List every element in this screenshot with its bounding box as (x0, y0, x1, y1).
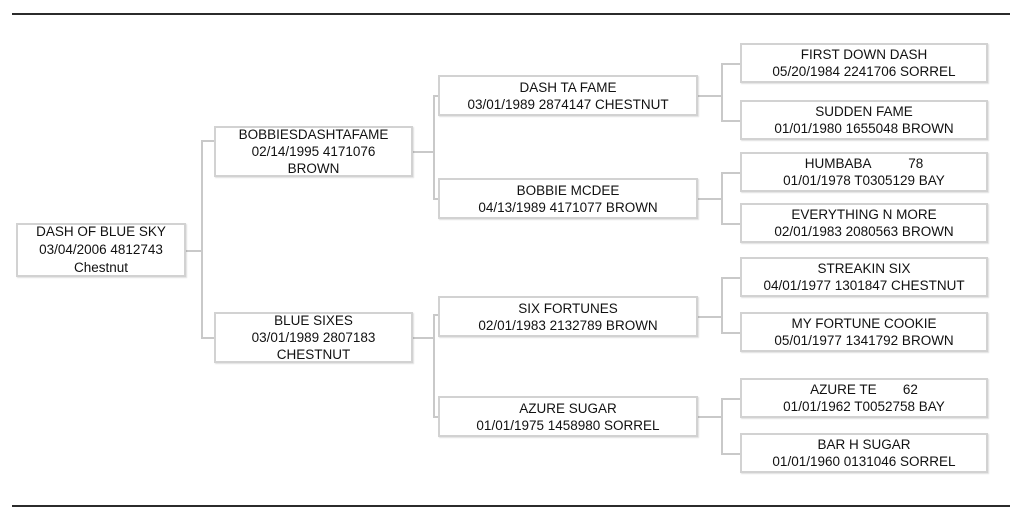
horse-name: MY FORTUNE COOKIE (791, 316, 937, 331)
connector-line (433, 314, 435, 418)
pedigree-node-grandparent: DASH TA FAME 03/01/1989 2874147 CHESTNUT (438, 75, 698, 116)
connector-line (186, 250, 201, 252)
connector-line (433, 416, 440, 418)
connector-line (721, 277, 740, 279)
pedigree-node-great-grandparent: AZURE TE 62 01/01/1962 T0052758 BAY (740, 378, 988, 418)
pedigree-node-subject: DASH OF BLUE SKY 03/04/2006 4812743 Ches… (16, 223, 186, 277)
connector-line (413, 337, 433, 339)
horse-details: 04/13/1989 4171077 BROWN (478, 199, 658, 215)
horse-name: SIX FORTUNES (518, 300, 618, 316)
horse-details: 01/01/1962 T0052758 BAY (783, 399, 945, 414)
horse-coat: CHESTNUT (276, 347, 351, 362)
horse-name: FIRST DOWN DASH (800, 47, 928, 62)
connector-line (721, 398, 740, 400)
horse-details: 04/01/1977 1301847 CHESTNUT (763, 278, 965, 293)
connector-line (698, 95, 721, 97)
pedigree-node-grandparent: BOBBIE MCDEE 04/13/1989 4171077 BROWN (438, 178, 698, 219)
pedigree-node-great-grandparent: STREAKIN SIX 04/01/1977 1301847 CHESTNUT (740, 257, 988, 297)
connector-line (721, 172, 723, 225)
pedigree-node-great-grandparent: FIRST DOWN DASH 05/20/1984 2241706 SORRE… (740, 43, 988, 83)
horse-name: BLUE SIXES (274, 313, 353, 328)
horse-coat: Chestnut (73, 260, 129, 275)
horse-details: 03/01/1989 2874147 CHESTNUT (467, 96, 669, 112)
horse-name: AZURE SUGAR (519, 400, 617, 416)
pedigree-node-great-grandparent: EVERYTHING N MORE 02/01/1983 2080563 BRO… (740, 203, 988, 243)
horse-name: HUMBABA 78 (804, 156, 924, 171)
horse-name: EVERYTHING N MORE (791, 207, 937, 222)
connector-line (721, 172, 740, 174)
horse-details: 02/01/1983 2080563 BROWN (774, 224, 954, 239)
connector-line (721, 277, 723, 334)
horse-details: 01/01/1980 1655048 BROWN (774, 121, 954, 136)
horse-details: 02/14/1995 4171076 (251, 144, 376, 159)
connector-line (201, 337, 214, 339)
horse-name: DASH OF BLUE SKY (36, 224, 166, 239)
horse-details: 05/20/1984 2241706 SORREL (772, 64, 956, 79)
horse-name: STREAKIN SIX (817, 261, 911, 276)
connector-line (721, 223, 740, 225)
horse-details: 01/01/1975 1458980 SORREL (476, 417, 660, 433)
connector-line (201, 140, 203, 339)
pedigree-node-great-grandparent: SUDDEN FAME 01/01/1980 1655048 BROWN (740, 100, 988, 140)
horse-name: AZURE TE 62 (810, 382, 918, 397)
connector-line (721, 332, 740, 334)
connector-line (433, 95, 440, 97)
connector-line (698, 416, 721, 418)
connector-line (698, 316, 721, 318)
connector-line (433, 314, 440, 316)
pedigree-node-great-grandparent: MY FORTUNE COOKIE 05/01/1977 1341792 BRO… (740, 312, 988, 352)
connector-line (721, 120, 740, 122)
horse-details: 05/01/1977 1341792 BROWN (774, 333, 954, 348)
horse-details: 02/01/1983 2132789 BROWN (478, 317, 658, 333)
top-rule (12, 13, 1010, 15)
connector-line (721, 398, 723, 455)
connector-line (433, 95, 435, 200)
pedigree-node-great-grandparent: BAR H SUGAR 01/01/1960 0131046 SORREL (740, 433, 988, 473)
horse-name: BAR H SUGAR (817, 437, 911, 452)
connector-line (721, 453, 740, 455)
connector-line (721, 63, 723, 122)
horse-coat: BROWN (287, 161, 340, 176)
horse-name: BOBBIE MCDEE (516, 182, 620, 198)
horse-name: SUDDEN FAME (815, 104, 913, 119)
pedigree-node-grandparent: AZURE SUGAR 01/01/1975 1458980 SORREL (438, 396, 698, 437)
horse-details: 03/01/1989 2807183 (251, 330, 376, 345)
connector-line (201, 140, 214, 142)
horse-details: 01/01/1960 0131046 SORREL (772, 454, 956, 469)
pedigree-node-great-grandparent: HUMBABA 78 01/01/1978 T0305129 BAY (740, 152, 988, 192)
pedigree-node-grandparent: SIX FORTUNES 02/01/1983 2132789 BROWN (438, 296, 698, 337)
pedigree-node-sire: BOBBIESDASHTAFAME 02/14/1995 4171076 BRO… (214, 126, 413, 177)
horse-details: 03/04/2006 4812743 (39, 242, 163, 257)
pedigree-node-dam: BLUE SIXES 03/01/1989 2807183 CHESTNUT (214, 312, 413, 363)
connector-line (413, 151, 433, 153)
horse-name: DASH TA FAME (519, 79, 617, 95)
horse-details: 01/01/1978 T0305129 BAY (783, 173, 945, 188)
bottom-rule (12, 505, 1010, 507)
connector-line (721, 63, 740, 65)
horse-name: BOBBIESDASHTAFAME (238, 127, 389, 142)
connector-line (698, 198, 721, 200)
connector-line (433, 198, 440, 200)
